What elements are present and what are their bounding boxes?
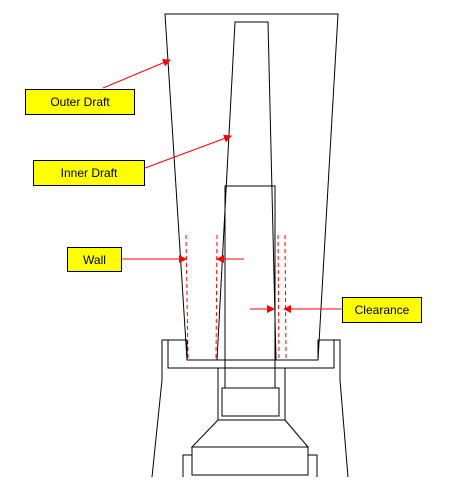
base-foot (191, 446, 309, 476)
outer-shell-outline (164, 13, 339, 361)
base-step-outline (167, 340, 335, 369)
base-outer-outline (151, 339, 349, 478)
base-neck-outline (217, 360, 286, 421)
base-collar (221, 387, 280, 417)
outer-draft-label: Outer Draft (25, 89, 135, 115)
outer-draft-arrow (102, 59, 171, 89)
clearance-guide-line-left (277, 234, 280, 359)
wall-label: Wall (67, 247, 122, 272)
clearance-guide-line-right (284, 234, 287, 359)
clearance-label: Clearance (342, 297, 422, 323)
base-flare-outline (190, 419, 310, 448)
inner-draft-label: Inner Draft (33, 160, 145, 186)
wall-guide-line-inner (215, 234, 218, 359)
center-pin-outline (224, 185, 276, 360)
base-bottom-outline (182, 454, 318, 477)
inner-core-outline (216, 21, 277, 361)
inner-draft-arrow (144, 134, 232, 169)
